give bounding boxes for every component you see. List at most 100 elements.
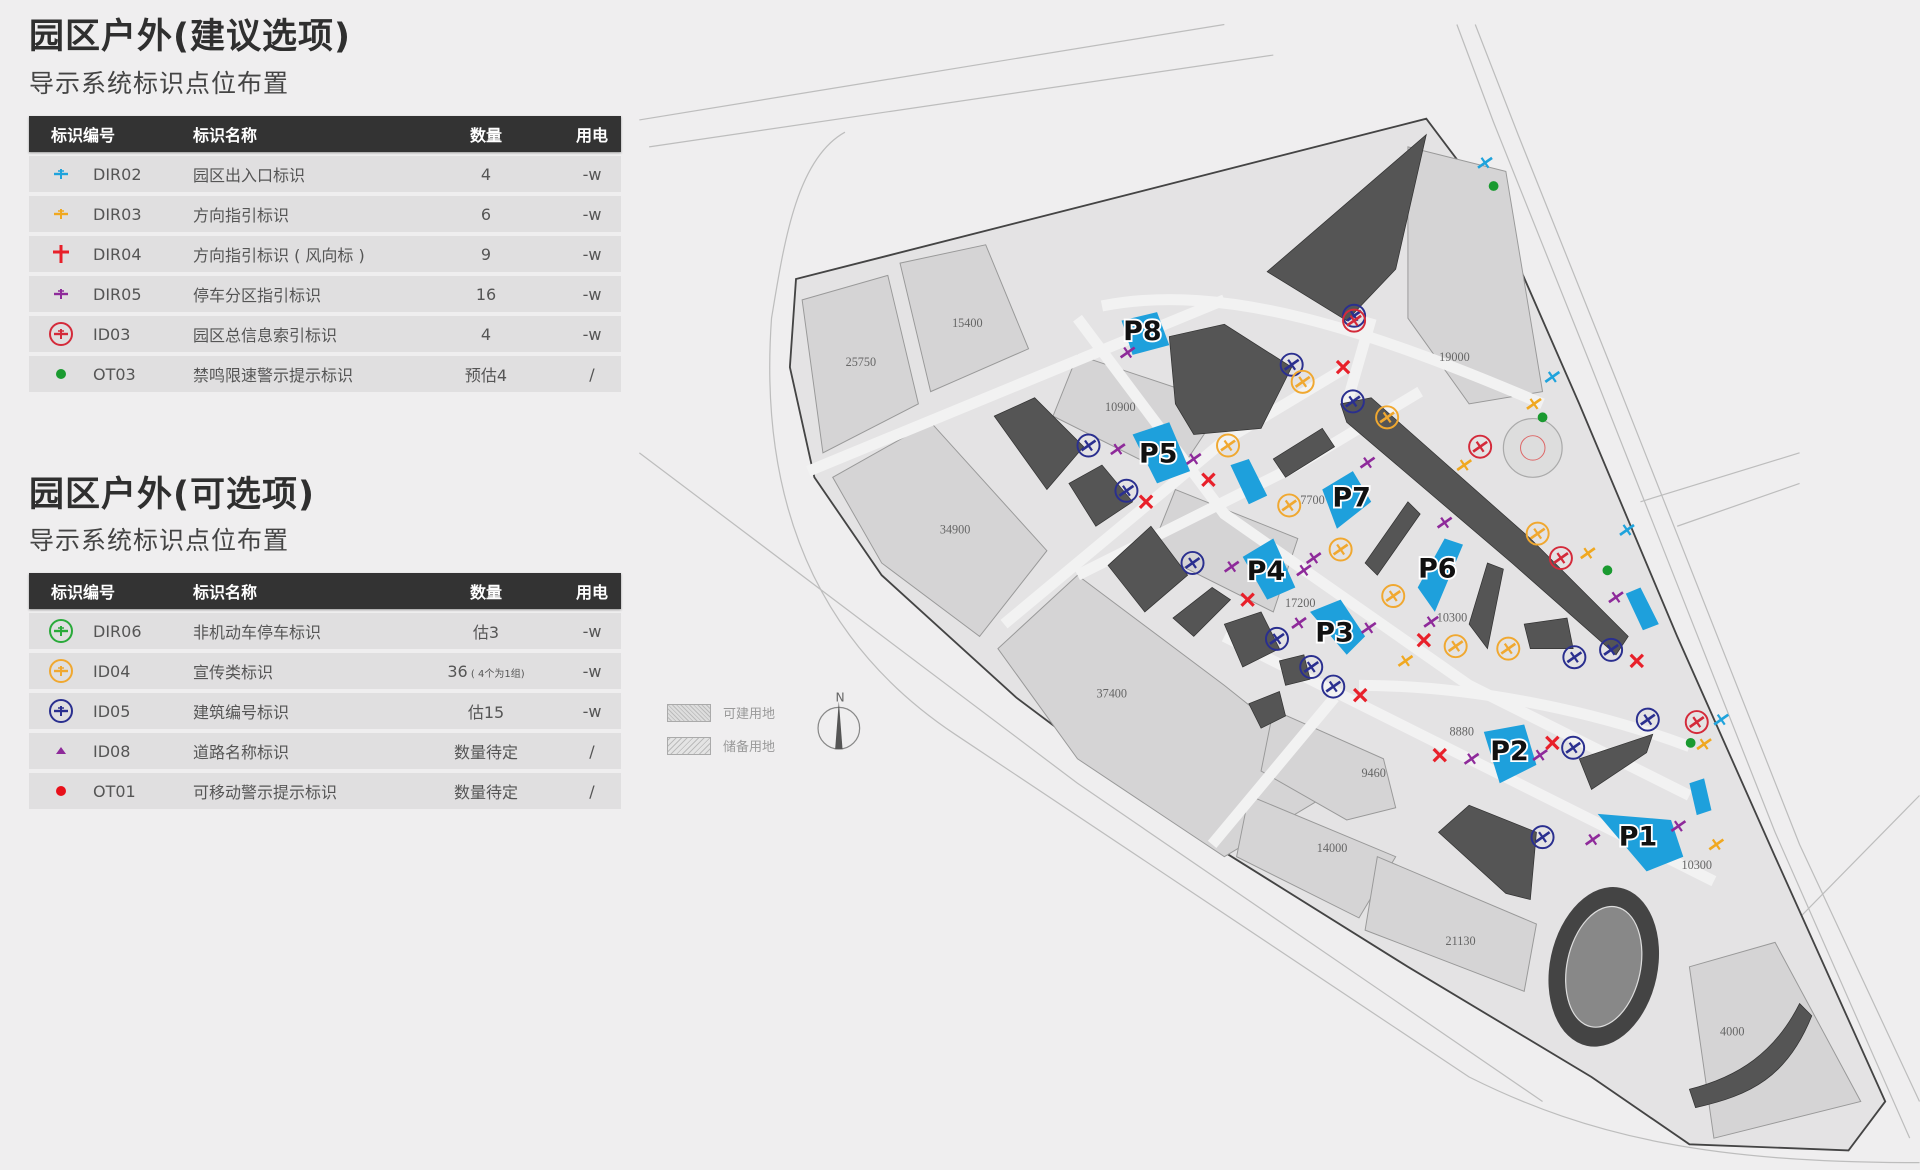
- parking-label-p1: P1: [1619, 822, 1657, 853]
- parking-label-p8: P8: [1123, 316, 1161, 347]
- block-area-label: 14000: [1317, 841, 1348, 855]
- table-row: DIR03 方向指引标识 6 -w: [29, 196, 621, 232]
- qty-value: 数量待定: [453, 783, 518, 802]
- section1-subtitle: 导示系统标识点位布置: [29, 69, 290, 98]
- qty-value: 4: [480, 164, 492, 184]
- purple-triangle-icon: [29, 738, 93, 764]
- parking-guide-marker: [1110, 443, 1126, 456]
- direction-cross-marker: [1629, 653, 1645, 669]
- promo-sign-marker: [1525, 521, 1550, 546]
- section2-table: 标识编号 标识名称 数量 用电 DIR06 非机动车停车标识 估3 -w ID0…: [29, 573, 621, 809]
- parking-guide-marker: [1463, 752, 1480, 765]
- hatch-swatch-icon: [667, 736, 711, 755]
- orange-circle-sign-icon: [29, 658, 93, 684]
- sign-power: /: [589, 781, 595, 801]
- block-area-label: 17200: [1285, 596, 1316, 610]
- qty-value: 36: [447, 661, 468, 681]
- purple-sign-icon: [29, 281, 93, 307]
- stadium: [1548, 887, 1660, 1047]
- sign-power: -w: [582, 661, 602, 681]
- legend-reserve: 储备用地: [667, 736, 775, 755]
- parking-label-p7: P7: [1332, 483, 1370, 514]
- block-area-label: 10300: [1681, 858, 1712, 872]
- sign-code: OT01: [93, 781, 136, 801]
- sign-power: -w: [582, 244, 602, 264]
- table-header: 标识编号 标识名称 数量 用电: [29, 116, 621, 152]
- parking-guide-marker: [1185, 452, 1202, 465]
- parking-label-p6: P6: [1418, 554, 1456, 585]
- sign-power: -w: [582, 164, 602, 184]
- promo-sign-marker: [1277, 493, 1302, 518]
- sign-name: 建筑编号标识: [193, 703, 290, 722]
- header-code: 标识编号: [51, 583, 116, 602]
- direction-cross-marker: [1545, 735, 1560, 751]
- block-area-label: 21130: [1446, 934, 1476, 948]
- parking-label-p3: P3: [1315, 617, 1353, 648]
- qty-value: 估15: [467, 703, 505, 722]
- north-arrow-icon: N: [817, 690, 861, 750]
- sign-code: OT03: [93, 364, 136, 384]
- speed-warning-marker: [1602, 565, 1613, 576]
- block-area-label: 10300: [1437, 611, 1468, 625]
- sign-qty: 估15: [409, 699, 563, 723]
- sign-code: DIR06: [93, 621, 142, 641]
- section2-title: 园区户外(可选项): [29, 475, 315, 515]
- parking-guide-marker: [1608, 591, 1624, 604]
- table-row: DIR06 非机动车停车标识 估3 -w: [29, 613, 621, 649]
- table-row: DIR04 方向指引标识 ( 风向标 ) 9 -w: [29, 236, 621, 272]
- direction-cross-marker: [1416, 632, 1432, 648]
- sign-code: DIR03: [93, 204, 142, 224]
- roundabout: [1502, 417, 1563, 478]
- block-area-label: 8880: [1450, 725, 1474, 739]
- block-area-label: 7700: [1300, 493, 1324, 507]
- block-area-label: 34900: [940, 523, 971, 537]
- entrance-sign-marker: [1713, 713, 1730, 726]
- sign-qty: 36 ( 4个为1组): [409, 662, 563, 681]
- direction-cross-marker: [1432, 747, 1447, 763]
- sign-code: ID08: [93, 741, 131, 761]
- sign-qty: 估3: [409, 619, 563, 643]
- sign-qty: 4: [409, 325, 563, 344]
- block-area-label: 9460: [1361, 766, 1385, 780]
- building-number-marker: [1561, 735, 1586, 760]
- promo-sign-marker: [1290, 369, 1315, 394]
- promo-sign-marker: [1443, 634, 1468, 659]
- red-cross-icon: [29, 241, 93, 267]
- sign-code: ID03: [93, 324, 131, 344]
- sign-markers: [1076, 156, 1730, 851]
- parking-guide-marker: [1360, 621, 1377, 634]
- parking-guide-marker: [1223, 560, 1240, 573]
- table-header: 标识编号 标识名称 数量 用电: [29, 573, 621, 609]
- sign-code: DIR04: [93, 244, 142, 264]
- direction-cross-marker: [1201, 472, 1216, 487]
- info-index-marker: [1342, 308, 1367, 333]
- direction-sign-marker: [1456, 459, 1473, 472]
- parking-label-p4: P4: [1247, 556, 1285, 587]
- qty-value: 预估4: [464, 366, 508, 385]
- building-number-marker: [1264, 626, 1289, 651]
- sign-name: 园区总信息索引标识: [193, 326, 338, 345]
- header-power: 用电: [575, 126, 608, 145]
- block-area-label: 10900: [1105, 400, 1136, 414]
- block-area-label: 25750: [846, 355, 877, 369]
- green-dot-icon: [29, 361, 93, 387]
- parking-guide-marker: [1436, 516, 1453, 529]
- qty-value: 16: [475, 284, 497, 304]
- green-circle-sign-icon: [29, 618, 93, 644]
- section1-table: 标识编号 标识名称 数量 用电 DIR02 园区出入口标识 4 -w DIR03…: [29, 116, 621, 392]
- legend-label: 可建用地: [723, 707, 776, 722]
- outer-roads: [638, 23, 1920, 1164]
- promo-sign-marker: [1381, 584, 1406, 609]
- parking-guide-marker: [1119, 346, 1136, 359]
- building-number-marker: [1599, 637, 1624, 662]
- direction-cross-marker: [1138, 494, 1154, 510]
- sign-qty: 预估4: [409, 362, 563, 386]
- sign-name: 方向指引标识 ( 风向标 ): [193, 246, 365, 265]
- sign-power: -w: [582, 324, 602, 344]
- parking-areas: [1121, 312, 1712, 872]
- qty-value: 数量待定: [453, 743, 518, 762]
- sign-power: -w: [582, 701, 602, 721]
- building-number-marker: [1530, 825, 1555, 850]
- parking-label-p2: P2: [1490, 736, 1528, 767]
